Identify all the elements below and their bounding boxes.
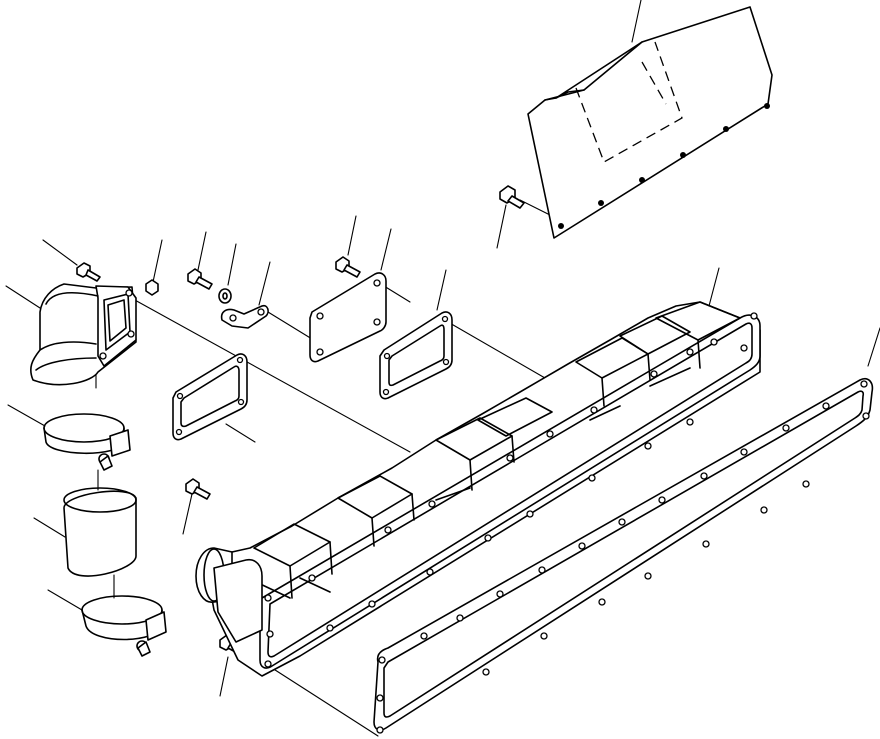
bracket-washer xyxy=(219,289,231,303)
leader-line-hose xyxy=(34,518,65,537)
leader-line-lower-hose-clamp xyxy=(48,590,82,610)
manifold-runners xyxy=(254,302,740,598)
elbow-bolt xyxy=(77,263,100,281)
leader-line-bracket-bolt xyxy=(198,232,206,270)
cover-plate-bolt xyxy=(336,257,360,277)
leader-line-manifold-end-bolt xyxy=(220,657,228,696)
leader-line-elbow-nut xyxy=(153,240,162,282)
leader-line-manifold-bolt xyxy=(183,494,192,534)
manifold-flange-holes xyxy=(265,313,757,667)
leader-line-upper-hose-clamp xyxy=(8,405,45,426)
bracket-bolt xyxy=(188,269,212,289)
heat-shield xyxy=(528,7,772,238)
heat-shield-holes xyxy=(558,103,770,229)
leader-line-bracket-washer xyxy=(228,244,236,285)
leader-line-elbow-gasket xyxy=(226,424,255,442)
alignment-line xyxy=(448,322,545,378)
alignment-line xyxy=(272,668,378,736)
manifold-bolt xyxy=(186,479,210,499)
lower-hose-clamp xyxy=(82,596,166,656)
elbow-gasket xyxy=(173,354,247,440)
alignment-line xyxy=(384,286,410,302)
manifold-gasket-holes xyxy=(377,381,869,733)
alignment-line xyxy=(268,312,312,339)
cover-plate xyxy=(310,273,386,362)
leader-line-elbow-connector xyxy=(6,286,40,308)
leader-line-cover-plate-bolt xyxy=(348,216,356,255)
elbow-nut xyxy=(146,280,158,295)
upper-hose-clamp xyxy=(44,414,130,470)
hose xyxy=(64,488,136,576)
alignment-line xyxy=(133,299,410,452)
leader-line-cover-plate xyxy=(381,229,391,270)
bracket xyxy=(222,306,268,328)
leader-lines xyxy=(6,0,880,736)
manifold-gasket xyxy=(374,379,872,733)
leader-line-bracket xyxy=(259,262,270,305)
shield-bolt xyxy=(500,186,524,208)
intake-manifold xyxy=(196,302,760,676)
leader-line-shield-bolt xyxy=(497,205,506,248)
leader-line-intake-manifold xyxy=(709,268,719,306)
leader-line-elbow-bolt xyxy=(43,240,77,265)
leader-line-heat-shield xyxy=(632,0,641,42)
leader-line-cover-gasket xyxy=(437,270,446,310)
cover-gasket xyxy=(380,312,452,399)
elbow-connector xyxy=(31,284,136,385)
leader-line-manifold-gasket xyxy=(868,328,880,366)
